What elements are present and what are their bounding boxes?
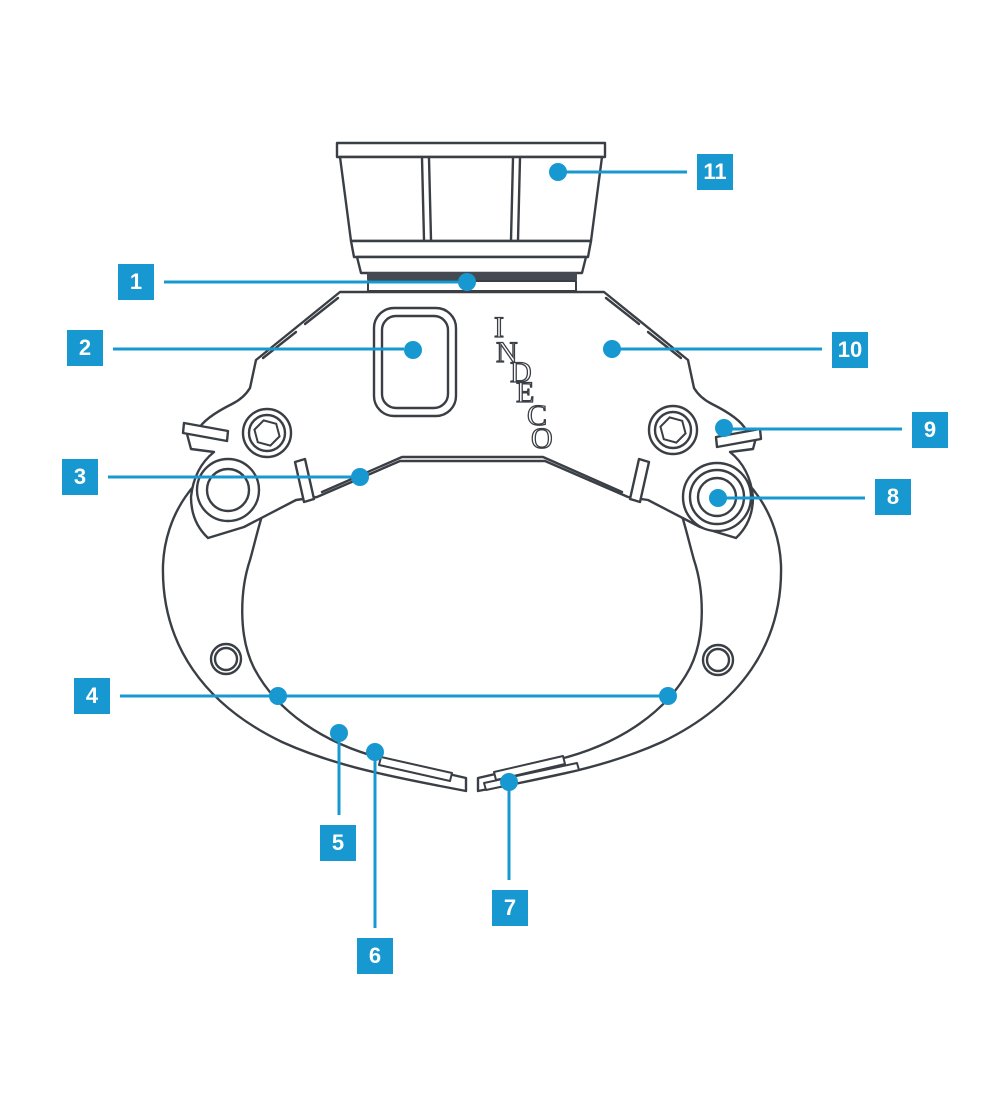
left-arm-hole [209, 642, 243, 676]
logo-letter-i: I [494, 311, 504, 344]
leader-dot-7 [500, 773, 518, 791]
right-bolt-hex [659, 416, 687, 444]
left-jaw-blade [378, 756, 453, 782]
callout-badge-2: 2 [67, 330, 103, 366]
left-bevel-inner-a [303, 296, 340, 326]
right-bevel-inner-a [604, 296, 641, 326]
right-ear-plate [714, 427, 763, 449]
head-window-outer [372, 306, 458, 418]
logo-letter-c: C [527, 399, 547, 432]
bracket-rib-1 [420, 156, 426, 242]
logo-letter-d: D [510, 356, 532, 389]
bracket-collar [355, 255, 588, 275]
left-bolt-boss-ring [247, 413, 287, 453]
right-arm-hole [701, 643, 735, 677]
leader-dot-1 [458, 273, 476, 291]
logo-letter-n: N [496, 336, 518, 369]
logo-letter-o: O [531, 422, 553, 455]
mounting-bracket [335, 141, 607, 292]
left-arm [161, 453, 468, 793]
right-arm-hole-inner [705, 647, 731, 673]
bracket-top-plate [335, 141, 607, 159]
head-window-inner [380, 314, 450, 410]
callout-badge-3: 3 [62, 459, 98, 495]
callout-badge-8: 8 [875, 479, 911, 515]
callout-badge-1: 1 [118, 264, 154, 300]
leader-dot-3 [351, 468, 369, 486]
left-pivot-boss-inner [205, 467, 251, 513]
left-bevel-inner-b [261, 330, 298, 360]
indeco-logo: I N D E C O [493, 310, 553, 455]
leader-dot-10 [603, 340, 621, 358]
logo-letter-e: E [516, 376, 534, 409]
leader-dot-6 [366, 743, 384, 761]
callout-leaders [108, 163, 902, 928]
bracket-flange [349, 239, 593, 259]
callout-badge-10: 10 [832, 332, 868, 368]
right-bevel-inner-b [646, 330, 683, 360]
leader-dot-2 [404, 341, 422, 359]
leader-dot-8 [709, 489, 727, 507]
callout-badge-9: 9 [912, 412, 948, 448]
left-arm-hole-inner [213, 646, 239, 672]
callout-badge-4: 4 [74, 678, 110, 714]
leader-dot-9 [715, 419, 733, 437]
callout-badge-5: 5 [320, 825, 356, 861]
left-stopper-plate [293, 457, 316, 504]
leader-dot-11 [549, 163, 567, 181]
leader-dot-4-left [269, 687, 287, 705]
callout-badge-6: 6 [357, 938, 393, 974]
left-ear-plate [181, 421, 230, 443]
callout-badge-7: 7 [492, 890, 528, 926]
leader-dot-5 [330, 724, 348, 742]
left-bolt-hex [253, 419, 281, 447]
bracket-rib-2 [427, 156, 433, 242]
leader-dot-4-right [659, 687, 677, 705]
bracket-rib-3 [509, 156, 515, 242]
callout-badge-11: 11 [697, 154, 733, 190]
right-bolt-boss-ring [653, 410, 693, 450]
bracket-rib-4 [516, 156, 522, 242]
right-stopper-plate [628, 457, 651, 504]
